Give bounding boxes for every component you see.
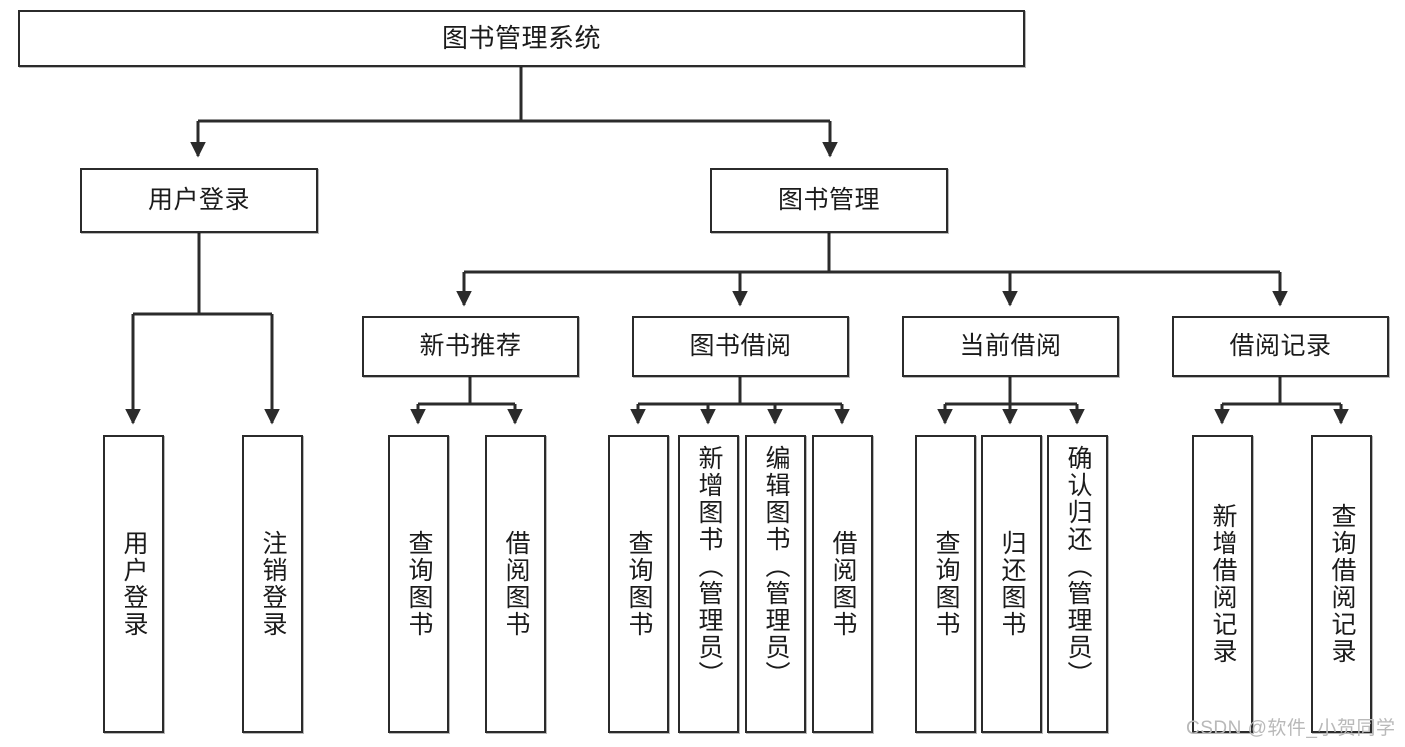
node-label: 图书管理 [777,186,880,214]
node-label: 确认归还（管理员） [1064,445,1092,688]
node-borrow-record[interactable]: 借阅记录 [1172,316,1389,377]
node-label: 借阅图书 [829,530,857,638]
node-root-book-management-system[interactable]: 图书管理系统 [18,10,1025,67]
node-label: 图书管理系统 [441,23,601,54]
node-leaf-query-book-1[interactable]: 查询图书 [388,435,449,733]
node-label: 图书借阅 [689,332,792,360]
node-leaf-add-book[interactable]: 新增图书（管理员） [678,435,739,733]
node-label: 归还图书 [998,530,1026,638]
node-leaf-borrow-book-2[interactable]: 借阅图书 [812,435,873,733]
csdn-watermark: CSDN @软件_小贺同学 [1186,718,1396,739]
node-leaf-add-record[interactable]: 新增借阅记录 [1192,435,1253,733]
node-leaf-return-book[interactable]: 归还图书 [981,435,1042,733]
node-leaf-user-login[interactable]: 用户登录 [103,435,164,733]
node-leaf-borrow-book-1[interactable]: 借阅图书 [485,435,546,733]
node-label: 编辑图书（管理员） [762,445,790,688]
node-label: 查询图书 [405,530,433,638]
node-leaf-logout-login[interactable]: 注销登录 [242,435,303,733]
node-new-book-recommend[interactable]: 新书推荐 [362,316,579,377]
node-label: 查询图书 [932,530,960,638]
node-label: 新增图书（管理员） [695,445,723,688]
node-leaf-query-book-3[interactable]: 查询图书 [915,435,976,733]
node-leaf-query-record[interactable]: 查询借阅记录 [1311,435,1372,733]
node-leaf-edit-book[interactable]: 编辑图书（管理员） [745,435,806,733]
node-leaf-confirm-return[interactable]: 确认归还（管理员） [1047,435,1108,733]
node-leaf-query-book-2[interactable]: 查询图书 [608,435,669,733]
node-label: 注销登录 [259,530,287,638]
node-label: 借阅图书 [502,530,530,638]
node-label: 用户登录 [120,530,148,638]
node-label: 新增借阅记录 [1209,503,1237,665]
node-book-management[interactable]: 图书管理 [710,168,948,233]
node-label: 用户登录 [147,186,250,214]
node-label: 查询图书 [625,530,653,638]
node-book-borrow[interactable]: 图书借阅 [632,316,849,377]
node-current-borrow[interactable]: 当前借阅 [902,316,1119,377]
node-label: 查询借阅记录 [1328,503,1356,665]
node-label: 当前借阅 [959,332,1062,360]
node-label: 借阅记录 [1229,332,1332,360]
node-user-login[interactable]: 用户登录 [80,168,318,233]
node-label: 新书推荐 [419,332,522,360]
